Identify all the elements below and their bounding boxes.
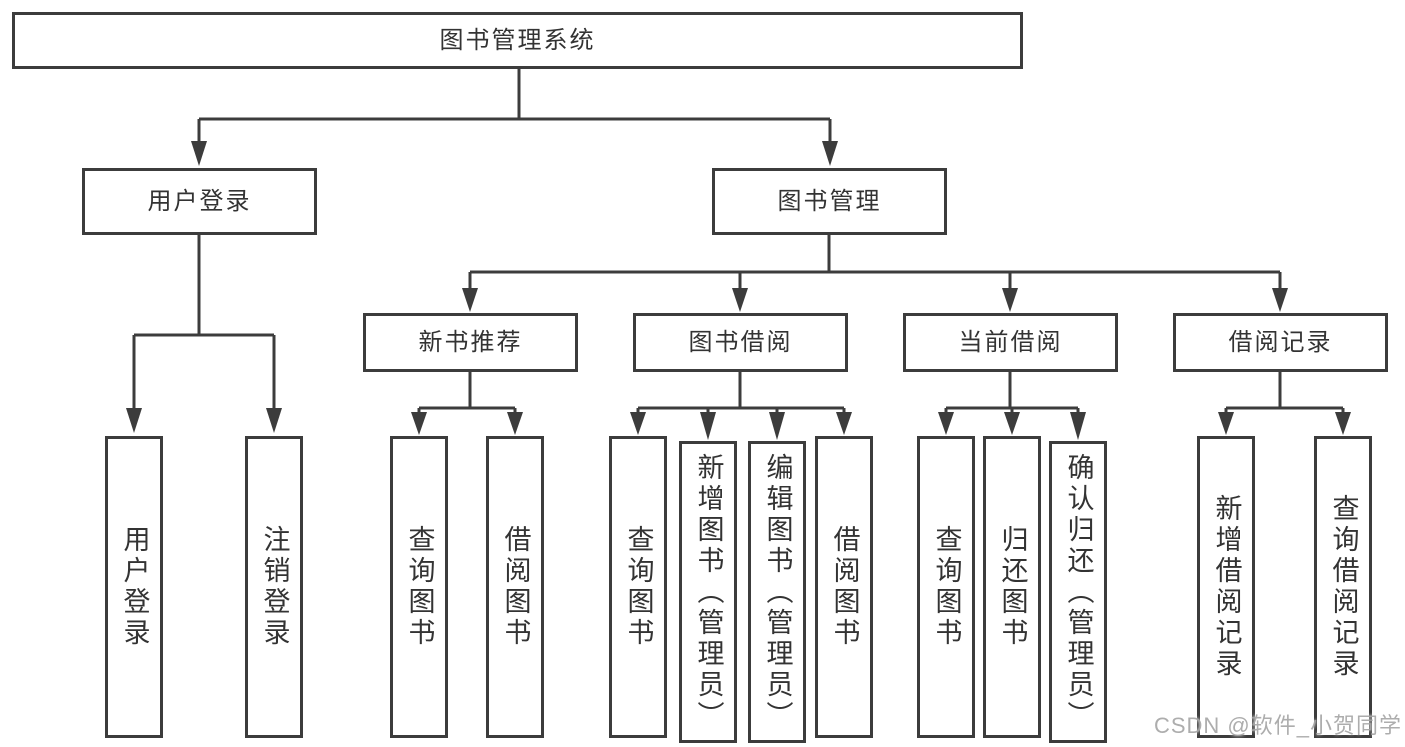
leaf-add-borrow-record: 新增借阅记录 (1197, 436, 1255, 738)
leaf-query-books-recommend: 查询图书 (390, 436, 448, 738)
tree-edges (132, 69, 1345, 414)
watermark: CSDN @软件_小贺同学 (1153, 713, 1402, 738)
leaf-borrow-books-recommend: 借阅图书 (486, 436, 544, 738)
leaf-user-login: 用户登录 (105, 436, 163, 738)
node-library-management-system: 图书管理系统 (12, 12, 1023, 69)
leaf-query-borrow-record: 查询借阅记录 (1314, 436, 1372, 738)
node-borrowing-records: 借阅记录 (1173, 313, 1388, 372)
leaf-add-books-admin: 新增图书（管理员） (679, 441, 737, 743)
leaf-borrow-books-borrowing: 借阅图书 (815, 436, 873, 738)
leaf-logout: 注销登录 (245, 436, 303, 738)
leaf-confirm-return-admin: 确认归还（管理员） (1049, 441, 1107, 743)
node-book-borrowing: 图书借阅 (633, 313, 848, 372)
leaf-query-books-borrowing: 查询图书 (609, 436, 667, 738)
node-book-management: 图书管理 (712, 168, 947, 235)
node-new-book-recommendation: 新书推荐 (363, 313, 578, 372)
leaf-return-books: 归还图书 (983, 436, 1041, 738)
arrowhead-icons (126, 141, 1351, 440)
leaf-query-books-current: 查询图书 (917, 436, 975, 738)
node-user-login: 用户登录 (82, 168, 317, 235)
node-current-borrowing: 当前借阅 (903, 313, 1118, 372)
leaf-edit-books-admin: 编辑图书（管理员） (748, 441, 806, 743)
